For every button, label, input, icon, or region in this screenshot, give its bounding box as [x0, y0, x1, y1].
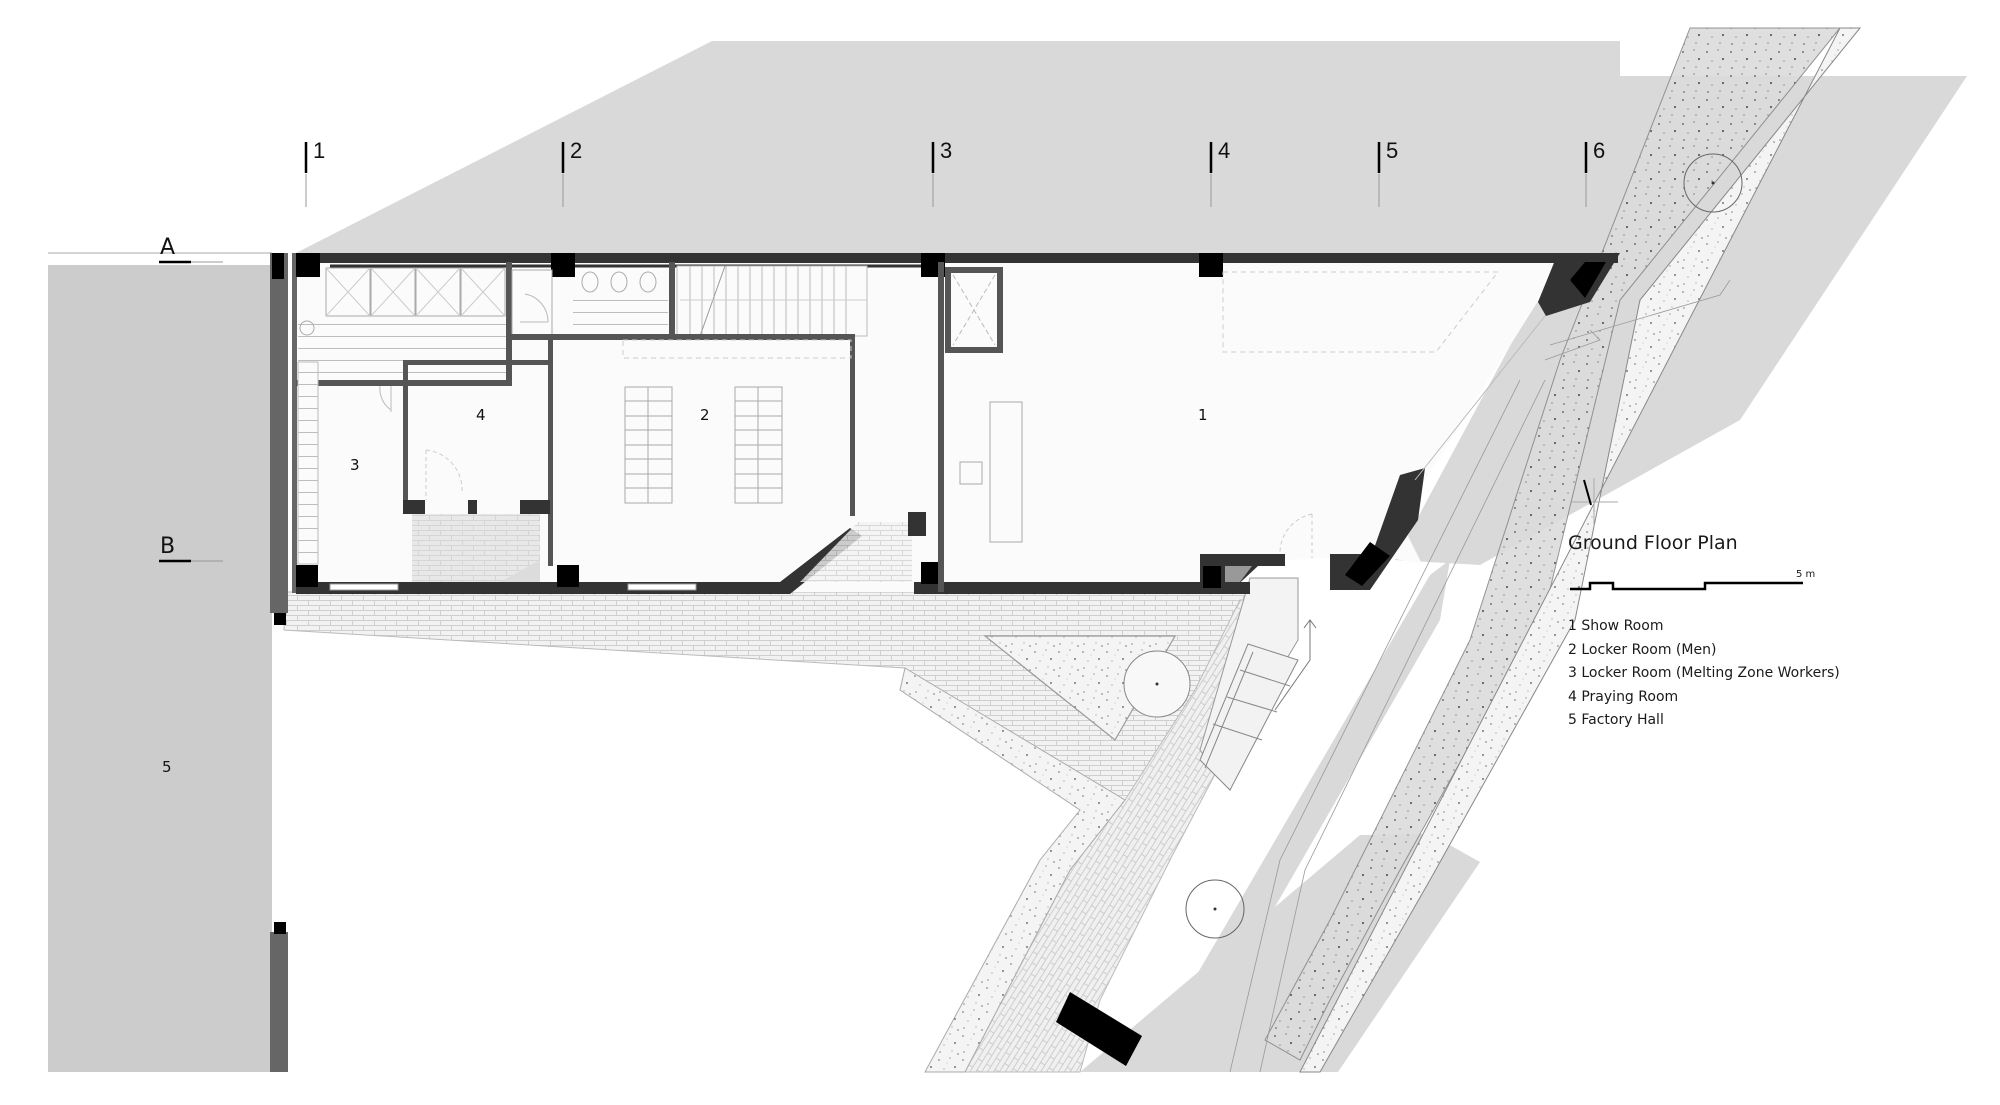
- praying-room-wall-west: [403, 362, 408, 504]
- property-lines: [1229, 279, 1731, 1073]
- tree-canopy-south: [1185, 879, 1245, 939]
- staircase: [676, 265, 868, 337]
- legend-item-locker-room-melting: 3 Locker Room (Melting Zone Workers): [1568, 665, 1840, 681]
- room-legend-list: 1 Show Room 2 Locker Room (Men) 3 Locker…: [1568, 618, 1840, 736]
- windows-south: [329, 583, 697, 591]
- legend-item-factory-hall: 5 Factory Hall: [1568, 712, 1664, 728]
- stair-wall-south: [555, 334, 855, 340]
- praying-room-wall-north: [403, 360, 553, 365]
- men-locker-bench-1: [624, 386, 673, 504]
- east-wedge-wall-lower: [1330, 468, 1425, 590]
- west-wall-lower: [270, 932, 288, 1072]
- display-counter: [989, 401, 1023, 543]
- men-changing-bench: [573, 296, 668, 336]
- legend-item-locker-room-men: 2 Locker Room (Men): [1568, 641, 1717, 658]
- factory-hall-area: [48, 265, 272, 1072]
- room-3-door-swing: [379, 385, 392, 412]
- grid-label-2: 2: [570, 138, 583, 163]
- column-corridor: [908, 512, 926, 536]
- wc-door-swing: [520, 293, 549, 323]
- show-room-door-swing: [1279, 513, 1313, 558]
- legend-item-praying-room: 4 Praying Room: [1568, 688, 1679, 705]
- room-2-vestibule-paving: [800, 522, 912, 582]
- tree-trunk-south: [1213, 907, 1217, 911]
- corridor-wall: [938, 262, 944, 592]
- men-wc-wall-east: [669, 262, 675, 340]
- gravel-strip-east: [1264, 27, 1842, 1061]
- north-indicator: [1570, 478, 1618, 526]
- lift-cross: [952, 274, 996, 346]
- washbasins-men: [581, 271, 657, 293]
- east-wedge-inner-upper: [1570, 262, 1606, 298]
- east-facade-line: [1414, 315, 1546, 481]
- wc-wall-south: [510, 334, 574, 340]
- grid-label-3: 3: [940, 138, 953, 163]
- room-tag-4-praying-room: 4: [476, 406, 486, 424]
- west-column-lower: [274, 922, 286, 934]
- gravel-strip-edge: [1299, 27, 1862, 1073]
- section-label-a: A: [160, 235, 176, 260]
- show-room-south-wall: [920, 582, 1250, 594]
- scale-bar: [1570, 581, 1803, 591]
- landscape-strip-shadow: [1140, 560, 1450, 1072]
- drawing-title: Ground Floor Plan: [1568, 532, 1738, 554]
- landscape: [283, 27, 1862, 1073]
- show-room-overhead-dashed: [1222, 271, 1500, 353]
- room-tag-5-factory-hall: 5: [162, 758, 172, 776]
- tree-canopy-north: [1683, 153, 1743, 213]
- building-floor: [296, 262, 1560, 592]
- grid-label-1: 1: [313, 138, 326, 163]
- shower-room-wall-east: [506, 262, 512, 386]
- gravel-border-west: [899, 667, 1126, 1073]
- room-tag-1-show-room: 1: [1198, 406, 1208, 424]
- show-room-entrance-column: [1203, 566, 1221, 588]
- tree-trunk-north: [1711, 181, 1715, 185]
- vestibule-shadow: [412, 514, 540, 582]
- shower-block: [325, 267, 506, 317]
- wc-cubicle: [511, 269, 553, 337]
- legend-item-show-room: 1 Show Room: [1568, 618, 1664, 634]
- room-3-lockers: [297, 361, 319, 565]
- entrance-arrow-icon: [1274, 619, 1317, 711]
- grid-label-6: 6: [1593, 138, 1606, 163]
- north-wall: [296, 253, 1618, 263]
- grid-label-5: 5: [1386, 138, 1399, 163]
- praying-room-wall-south-b: [468, 500, 477, 514]
- building: [270, 253, 1620, 1072]
- praying-room-wall-south-a: [403, 500, 425, 514]
- west-column-bottom: [274, 613, 286, 625]
- wedge-gray-infill: [1225, 566, 1252, 582]
- west-column-top: [272, 253, 284, 279]
- east-wedge-inner-black: [1345, 542, 1390, 586]
- exterior-steps: [1199, 643, 1299, 791]
- room-2-overhead-dashed: [622, 339, 852, 359]
- grid-label-4: 4: [1218, 138, 1231, 163]
- section-marks: [159, 260, 223, 563]
- tree-trunk-dot: [1155, 682, 1159, 686]
- display-plinth: [959, 461, 983, 485]
- bench-block: [1056, 992, 1142, 1066]
- praying-room-wall-south-c: [520, 500, 550, 514]
- room-tag-2-locker-men: 2: [700, 406, 710, 424]
- room-2-wall-east: [850, 338, 855, 516]
- grid-axis-marks: [304, 142, 1588, 207]
- men-locker-bench-2: [734, 386, 783, 504]
- washbasin-icon: [299, 320, 315, 336]
- scale-bar-label: 5 m: [1796, 569, 1816, 580]
- north-arrow-icon: [1583, 479, 1592, 506]
- section-label-b: B: [160, 534, 176, 559]
- building-west-wall: [292, 253, 297, 593]
- praying-room-wall-east: [548, 338, 553, 566]
- praying-room-door-swing: [425, 449, 463, 500]
- room-tag-3-locker-melting: 3: [350, 456, 360, 474]
- west-wall-upper: [270, 253, 288, 613]
